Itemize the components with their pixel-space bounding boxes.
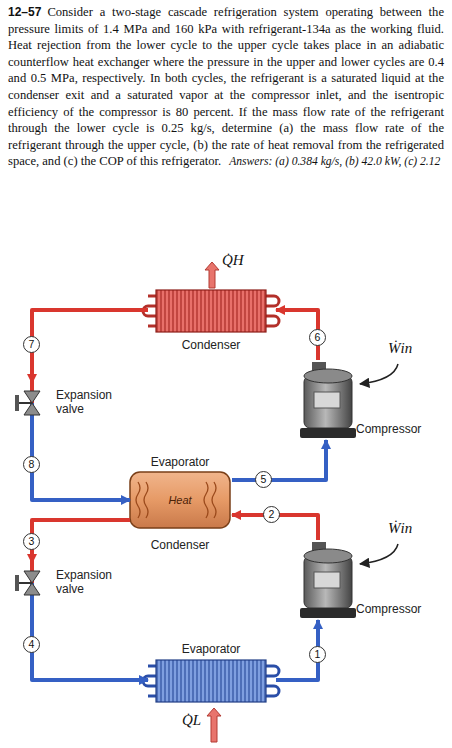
coil — [143, 660, 279, 702]
component-label: Expansion valve — [56, 568, 126, 596]
refrigerant-pipe — [32, 520, 130, 563]
work-arrow — [360, 364, 398, 384]
component-label: Compressor — [356, 602, 421, 616]
refrigerant-pipe — [32, 310, 148, 383]
work-label: Ẇin — [388, 520, 412, 537]
problem-statement: Consider a two-stage cascade refrigerati… — [8, 5, 444, 168]
state-number: 3 — [23, 533, 40, 550]
coil — [143, 290, 279, 332]
compressor-symbol — [300, 362, 356, 438]
compressor: Compressor — [300, 360, 432, 440]
state-number: 4 — [23, 636, 40, 653]
valve-symbol — [15, 571, 40, 595]
component-label: Condenser — [148, 338, 274, 352]
heat-in-arrow — [207, 708, 221, 742]
state-number: 5 — [255, 471, 272, 488]
component-label: Evaporator — [148, 642, 274, 656]
heat-out-arrow — [205, 262, 219, 288]
heat-label: Q̇L — [182, 712, 201, 729]
answers-text: Answers: (a) 0.384 kg/s, (b) 42.0 kW, (c… — [229, 155, 440, 168]
component-label: Compressor — [356, 422, 421, 436]
expansion-valve: Expansion valve — [12, 563, 128, 603]
refrigerant-pipe — [32, 423, 130, 500]
valve-symbol — [15, 391, 40, 415]
component-label: Expansion valve — [56, 388, 126, 416]
work-label: Ẇin — [388, 340, 412, 357]
compressor-symbol — [300, 542, 356, 618]
heat-label: Q̇H — [222, 252, 244, 269]
state-number: 6 — [309, 329, 326, 346]
refrigerant-pipe — [232, 440, 326, 480]
problem-number: 12–57 — [8, 5, 41, 19]
evaporator: Evaporator — [148, 640, 276, 706]
work-arrow — [360, 544, 398, 564]
heat-exchanger: EvaporatorHeatCondenser — [130, 452, 232, 558]
state-number: 7 — [23, 336, 40, 353]
state-number: 8 — [23, 456, 40, 473]
component-label: Condenser — [130, 538, 230, 552]
problem-text: 12–57Consider a two-stage cascade refrig… — [8, 4, 444, 171]
state-number: 1 — [309, 646, 326, 663]
expansion-valve: Expansion valve — [12, 383, 128, 423]
component-label: Evaporator — [130, 455, 230, 469]
refrigerant-pipe — [32, 603, 148, 680]
state-number: 2 — [263, 506, 280, 523]
heat-exchanger-symbol — [130, 472, 230, 528]
condenser: Condenser — [148, 288, 276, 360]
component-label: Heat — [130, 493, 230, 507]
compressor: Compressor — [300, 540, 432, 620]
